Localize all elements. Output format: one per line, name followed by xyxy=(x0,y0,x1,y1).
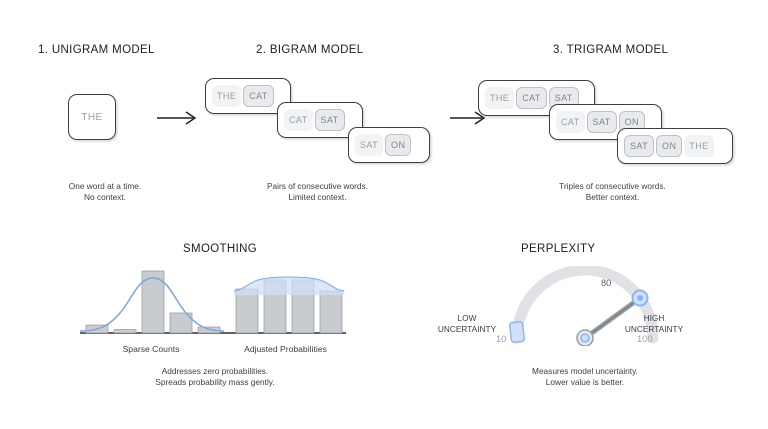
caption-perplexity-line1: Measures model uncertainty. xyxy=(532,366,638,376)
gauge-value-dot xyxy=(637,295,643,301)
bar-sparse-2 xyxy=(113,329,137,334)
caption-perplexity: Measures model uncertainty. Lower value … xyxy=(470,366,700,388)
caption-smoothing-line1: Addresses zero probabilities. xyxy=(161,366,269,376)
bar-sparse-5 xyxy=(197,326,221,334)
gauge-current-value: 80 xyxy=(601,278,612,288)
token-the: THE xyxy=(81,111,103,123)
gauge-max-value: 100 xyxy=(637,334,653,344)
gauge-min-marker xyxy=(508,320,526,344)
bar-sparse-4 xyxy=(169,312,193,334)
arrow-right-icon-1 xyxy=(157,111,197,125)
caption-unigram-line2: No context. xyxy=(84,192,126,202)
token-cat: CAT xyxy=(284,109,313,131)
gauge-label-high-line1: HIGH xyxy=(643,313,665,323)
caption-bigram: Pairs of consecutive words. Limited cont… xyxy=(205,181,430,203)
token-on: ON xyxy=(385,134,412,156)
caption-unigram: One word at a time. No context. xyxy=(0,181,210,203)
perplexity-gauge xyxy=(508,266,659,346)
bar-sparse-3 xyxy=(141,270,165,334)
smoothing-curve-sparse xyxy=(79,277,225,332)
gauge-needle-highlight xyxy=(584,297,641,339)
caption-trigram-line2: Better context. xyxy=(585,192,640,202)
section-title-trigram: 3. TRIGRAM MODEL xyxy=(553,44,669,56)
gauge-label-low: LOW UNCERTAINTY xyxy=(436,313,498,334)
token-on: ON xyxy=(656,135,683,157)
unigram-card-1: THE xyxy=(68,94,116,140)
bigram-card-3: SAT ON xyxy=(348,127,430,163)
caption-unigram-line1: One word at a time. xyxy=(68,181,142,191)
token-the: THE xyxy=(212,85,242,107)
token-the: THE xyxy=(485,87,515,109)
caption-bigram-line1: Pairs of consecutive words. xyxy=(267,181,368,191)
smoothing-fill-adjusted xyxy=(234,277,344,295)
section-title-bigram: 2. BIGRAM MODEL xyxy=(256,44,364,56)
caption-smoothing: Addresses zero probabilities. Spreads pr… xyxy=(95,366,335,388)
gauge-hub-center xyxy=(580,333,590,343)
arrow-right-icon-2 xyxy=(450,111,486,125)
token-sat: SAT xyxy=(355,134,384,156)
gauge-track xyxy=(511,266,659,344)
token-sat: SAT xyxy=(314,109,345,131)
token-cat: CAT xyxy=(516,87,547,109)
trigram-card-3: SAT ON THE xyxy=(617,128,733,164)
smoothing-chart xyxy=(79,270,346,334)
token-the: THE xyxy=(684,135,714,157)
section-title-smoothing: SMOOTHING xyxy=(183,243,258,255)
gauge-label-high: HIGH UNCERTAINTY xyxy=(617,313,691,334)
gauge-label-low-line2: UNCERTAINTY xyxy=(437,323,497,334)
token-sat: SAT xyxy=(586,111,617,133)
section-title-perplexity: PERPLEXITY xyxy=(521,243,596,255)
caption-bigram-line2: Limited context. xyxy=(288,192,347,202)
gauge-label-high-line2: UNCERTAINTY xyxy=(624,323,684,334)
bar-adjusted-4 xyxy=(319,290,343,334)
token-cat: CAT xyxy=(243,85,274,107)
bigram-card-1: THE CAT xyxy=(205,78,291,114)
gauge-label-low-line1: LOW xyxy=(457,313,477,323)
caption-smoothing-line2: Spreads probability mass gently. xyxy=(155,377,275,387)
gauge-min-value: 10 xyxy=(496,334,507,344)
caption-perplexity-line2: Lower value is better. xyxy=(545,377,625,387)
trigram-card-2: CAT SAT ON xyxy=(549,104,662,140)
caption-trigram: Triples of consecutive words. Better con… xyxy=(505,181,720,203)
chart-label-sparse-counts: Sparse Counts xyxy=(122,344,180,354)
caption-trigram-line1: Triples of consecutive words. xyxy=(559,181,666,191)
token-sat: SAT xyxy=(624,135,655,157)
trigram-card-1: THE CAT SAT xyxy=(478,80,595,116)
bar-adjusted-1 xyxy=(235,288,259,334)
section-title-unigram: 1. UNIGRAM MODEL xyxy=(38,44,155,56)
chart-label-adjusted-probabilities: Adjusted Probabilities xyxy=(244,344,327,354)
sparse-counts-bars xyxy=(85,270,221,334)
token-cat: CAT xyxy=(556,111,585,133)
